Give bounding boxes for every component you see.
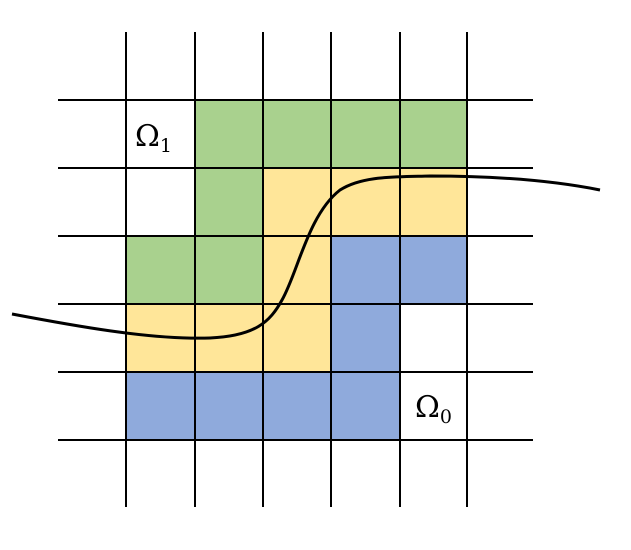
cell-blue bbox=[400, 236, 467, 304]
cell-blue bbox=[331, 372, 400, 440]
cell-blue bbox=[331, 304, 400, 372]
grid-lines bbox=[58, 32, 533, 507]
cell-green bbox=[195, 168, 263, 236]
omega-1-symbol: Ω bbox=[135, 119, 160, 154]
interface-curve bbox=[11, 174, 601, 340]
cell-green bbox=[195, 100, 263, 168]
cell-yellow bbox=[400, 168, 467, 236]
cell-blue bbox=[331, 236, 400, 304]
omega-0-subscript: 0 bbox=[440, 406, 452, 428]
omega-1-label: Ω1 bbox=[135, 119, 172, 157]
omega-1-subscript: 1 bbox=[160, 135, 172, 157]
cell-green bbox=[331, 100, 400, 168]
cell-yellow bbox=[263, 168, 331, 236]
cell-green bbox=[195, 236, 263, 304]
cell-blue bbox=[263, 372, 331, 440]
cell-blue bbox=[126, 372, 195, 440]
cell-yellow bbox=[263, 236, 331, 304]
omega-0-symbol: Ω bbox=[415, 390, 440, 425]
cells-layer bbox=[126, 100, 467, 440]
cell-green bbox=[400, 100, 467, 168]
cell-green bbox=[263, 100, 331, 168]
omega-0-label: Ω0 bbox=[415, 390, 452, 428]
cell-yellow bbox=[263, 304, 331, 372]
cell-green bbox=[126, 236, 195, 304]
cell-blue bbox=[195, 372, 263, 440]
